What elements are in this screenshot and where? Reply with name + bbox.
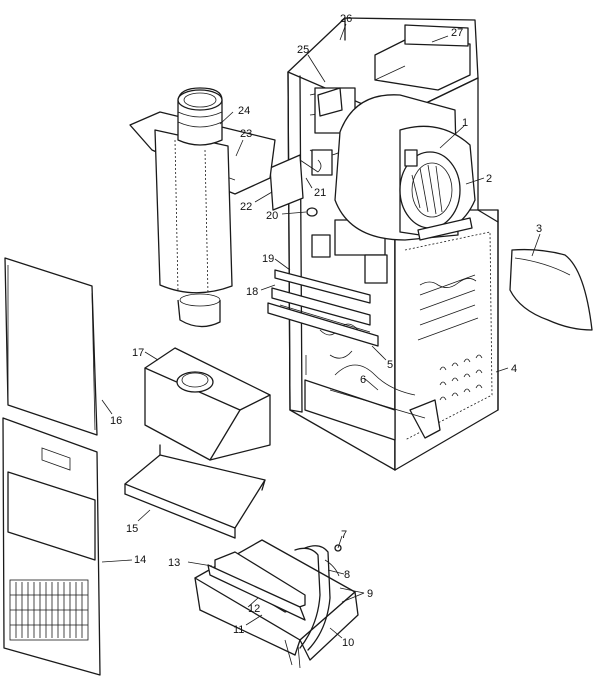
label-part-9: 9 — [367, 588, 373, 600]
furnace-cabinet — [287, 17, 499, 471]
label-part-27: 27 — [451, 27, 463, 39]
label-part-10: 10 — [342, 637, 354, 649]
heat-exchanger — [404, 231, 493, 441]
label-part-20: 20 — [266, 210, 278, 222]
label-part-7: 7 — [341, 529, 347, 541]
burner-rails — [267, 269, 426, 419]
label-part-8: 8 — [344, 569, 350, 581]
label-part-26: 26 — [340, 13, 352, 25]
label-part-14: 14 — [134, 554, 146, 566]
label-part-17: 17 — [132, 347, 144, 359]
bottom-pan — [124, 444, 266, 539]
vent-assembly — [129, 87, 276, 328]
label-part-1: 1 — [462, 117, 468, 129]
burner-base-assembly — [194, 539, 359, 669]
wrapper-sheet — [509, 248, 593, 331]
label-part-16: 16 — [110, 415, 122, 427]
label-part-22: 22 — [240, 201, 252, 213]
control-parts — [269, 87, 343, 217]
label-part-19: 19 — [262, 253, 274, 265]
label-part-12: 12 — [248, 603, 260, 615]
label-part-3: 3 — [536, 223, 542, 235]
upper-door-panel — [4, 257, 98, 436]
label-part-18: 18 — [246, 286, 258, 298]
label-part-6: 6 — [360, 374, 366, 386]
label-part-4: 4 — [511, 363, 517, 375]
lower-door-panel — [2, 417, 101, 676]
transition-box — [144, 347, 271, 461]
label-part-15: 15 — [126, 523, 138, 535]
label-part-23: 23 — [240, 128, 252, 140]
label-part-21: 21 — [314, 187, 326, 199]
label-part-25: 25 — [297, 44, 309, 56]
label-part-13: 13 — [168, 557, 180, 569]
leader-lines — [101, 23, 541, 639]
blower-assembly — [334, 94, 476, 241]
label-part-5: 5 — [387, 359, 393, 371]
label-part-2: 2 — [486, 173, 492, 185]
label-part-11: 11 — [233, 624, 244, 636]
label-part-24: 24 — [238, 105, 250, 117]
part-labels: 1 2 3 4 5 6 7 8 9 10 11 12 13 14 15 16 1… — [110, 13, 542, 649]
louver-grille — [9, 579, 89, 641]
